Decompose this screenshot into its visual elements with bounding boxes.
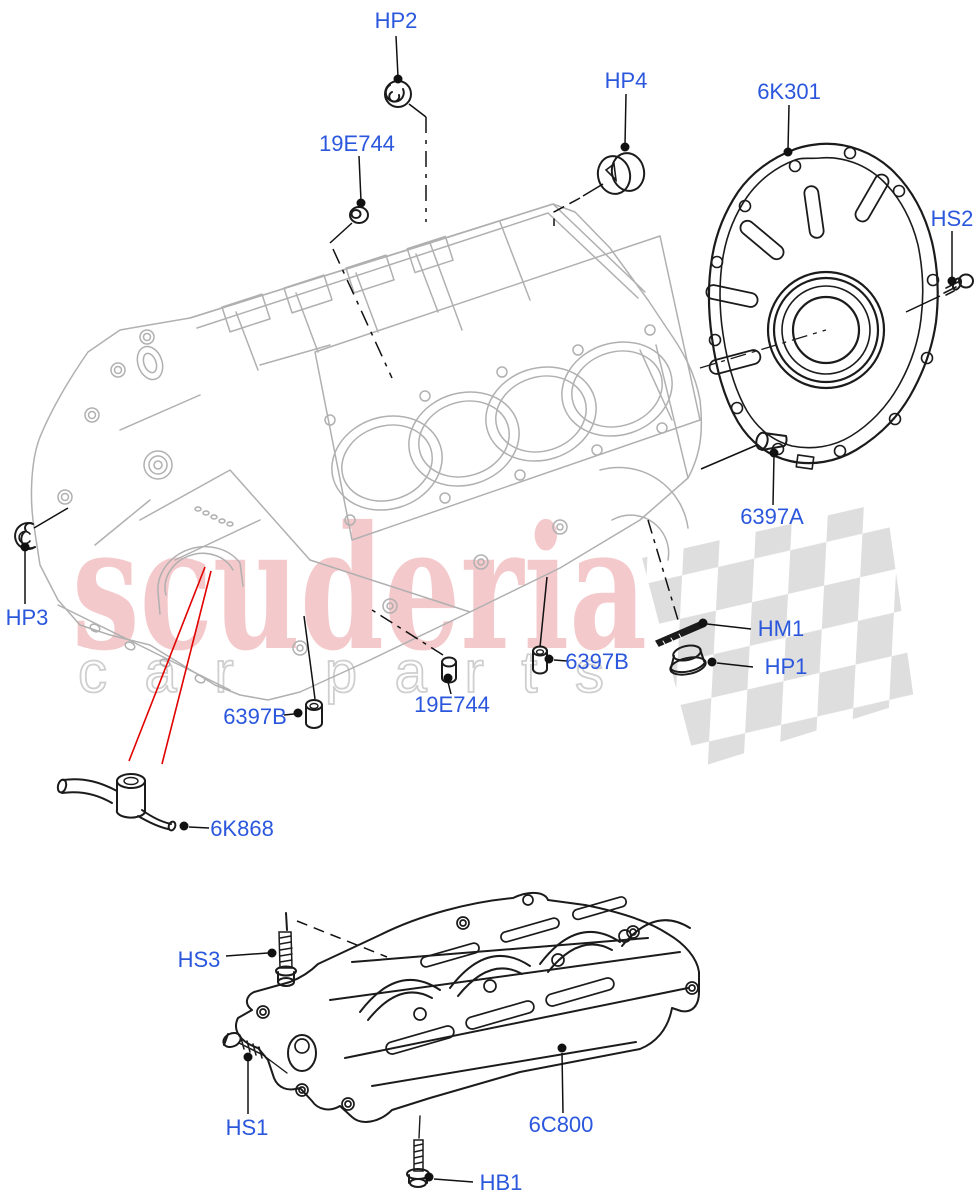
part-label-hp1[interactable]: HP1 bbox=[765, 654, 808, 679]
part-plug-6397b-left bbox=[305, 699, 323, 729]
part-label-6k301[interactable]: 6K301 bbox=[757, 79, 821, 104]
red-pointer-lines bbox=[128, 566, 212, 765]
part-bolt-hs3 bbox=[275, 912, 297, 987]
part-label-19e744-bottom[interactable]: 19E744 bbox=[414, 692, 490, 717]
part-bushing-19e744-top bbox=[349, 206, 369, 224]
part-cup-plug-hp1 bbox=[669, 644, 707, 676]
watermark-subtitle-text: car parts bbox=[78, 640, 638, 705]
engine-block-drawing bbox=[30, 203, 703, 701]
part-label-19e744-top[interactable]: 19E744 bbox=[319, 131, 395, 156]
part-label-6397a[interactable]: 6397A bbox=[740, 504, 804, 529]
part-label-6c800[interactable]: 6C800 bbox=[529, 1112, 594, 1137]
part-label-hp4[interactable]: HP4 bbox=[605, 68, 648, 93]
part-bolt-hs1 bbox=[222, 1031, 288, 1074]
part-rear-cover-plate-6K301 bbox=[699, 142, 940, 470]
part-label-hm1[interactable]: HM1 bbox=[758, 616, 804, 641]
leader-lines bbox=[24, 35, 953, 1183]
small-parts bbox=[14, 80, 974, 832]
checkered-flag-watermark bbox=[642, 502, 914, 768]
part-oil-jet-6k868 bbox=[56, 773, 177, 832]
part-plug-hp4 bbox=[596, 152, 646, 195]
part-label-hs2[interactable]: HS2 bbox=[931, 206, 974, 231]
part-label-6k868[interactable]: 6K868 bbox=[210, 816, 274, 841]
part-plug-19e744-bottom bbox=[441, 656, 457, 684]
part-label-hs1[interactable]: HS1 bbox=[226, 1115, 269, 1140]
part-label-hb1[interactable]: HB1 bbox=[480, 1170, 523, 1195]
part-main-bearing-girdle-6c800 bbox=[235, 892, 700, 1123]
part-bolt-hs2 bbox=[943, 273, 974, 296]
part-label-hp2[interactable]: HP2 bbox=[375, 8, 418, 33]
part-label-hs3[interactable]: HS3 bbox=[178, 947, 221, 972]
part-plug-hp2 bbox=[384, 80, 412, 108]
leader-dots bbox=[20, 74, 957, 1182]
part-plug-6397a bbox=[755, 431, 788, 451]
part-label-hp3[interactable]: HP3 bbox=[6, 605, 49, 630]
part-label-6397b-right[interactable]: 6397B bbox=[565, 649, 629, 674]
part-label-6397b-left[interactable]: 6397B bbox=[223, 704, 287, 729]
